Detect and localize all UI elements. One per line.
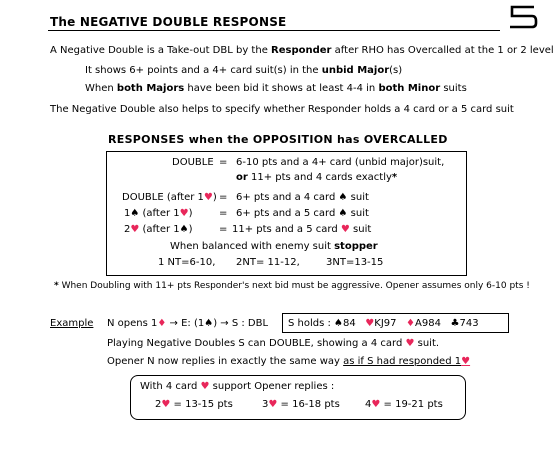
row-2-eq: = (219, 208, 228, 219)
example-label: Example (50, 318, 94, 329)
opener-line: Opener N now replies in exactly the same… (107, 356, 471, 367)
example-bidding: N opens 1♦ → E: (1♠) → S : DBL (107, 318, 269, 329)
balanced-line: When balanced with enemy suit stopper (170, 241, 378, 252)
row-double-after-heart-label: DOUBLE (after 1♥) (122, 192, 217, 203)
support-reply-2h: 2♥ = 13-15 pts (155, 399, 233, 410)
holding-box (282, 313, 509, 333)
double-text-1: 6-10 pts and a 4+ card (unbid major)suit… (236, 157, 445, 168)
double-text-2: or 11+ pts and 4 cards exactly* (236, 172, 398, 183)
row-1spade-text: 6+ pts and a 5 card ♠ suit (236, 208, 369, 219)
row-1spade-label: 1♠ (after 1♥) (124, 208, 193, 219)
responses-title: RESPONSES when the OPPOSITION has OVERCA… (108, 133, 448, 146)
intro-line-2: It shows 6+ points and a 4+ card suit(s)… (85, 65, 403, 76)
page-number: 5 (508, 5, 538, 32)
footnote: * When Doubling with 11+ pts Responder's… (54, 281, 530, 291)
row-double-after-heart-text: 6+ pts and a 4 card ♠ suit (236, 192, 369, 203)
support-reply-3h: 3♥ = 16-18 pts (262, 399, 340, 410)
support-line: With 4 card ♥ support Opener replies : (140, 381, 335, 392)
support-reply-4h: 4♥ = 19-21 pts (365, 399, 443, 410)
nt-3: 3NT=13-15 (326, 257, 384, 268)
intro-line-1: A Negative Double is a Take-out DBL by t… (50, 45, 554, 56)
intro-line-4: The Negative Double also helps to specif… (50, 104, 514, 115)
intro-line-3: When both Majors have been bid it shows … (85, 83, 467, 94)
row-1-eq: = (219, 192, 228, 203)
row-2heart-label: 2♥ (after 1♠) (124, 224, 193, 235)
page-title-text: The NEGATIVE DOUBLE RESPONSE (50, 15, 287, 29)
row-2heart-text: 11+ pts and a 5 card ♥ suit (232, 224, 372, 235)
responses-box (106, 151, 467, 276)
svg-text:5: 5 (508, 5, 509, 6)
playing-line: Playing Negative Doubles S can DOUBLE, s… (107, 338, 440, 349)
double-label: DOUBLE (172, 157, 214, 168)
page-title: The NEGATIVE DOUBLE RESPONSE (50, 15, 286, 29)
s-holding: S holds : ♠84 ♥KJ97 ♦A984 ♣743 (288, 318, 479, 329)
row-3-eq: = (219, 224, 228, 235)
page-number-glyph: 5 (508, 5, 538, 29)
nt-2: 2NT= 11-12, (236, 257, 300, 268)
title-underline (48, 30, 500, 31)
double-eq: = (219, 157, 228, 168)
nt-1: 1 NT=6-10, (158, 257, 216, 268)
support-box (130, 375, 466, 420)
